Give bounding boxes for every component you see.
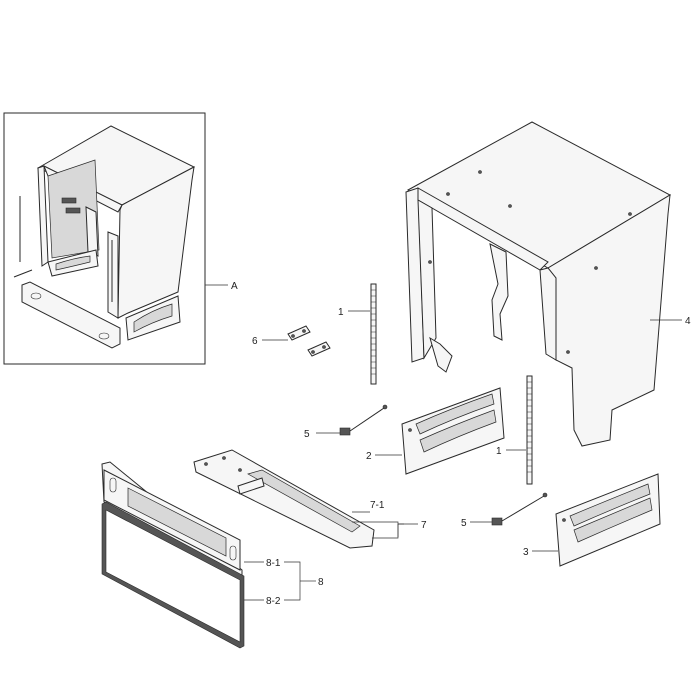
- callout-6: 6: [252, 336, 258, 347]
- cable-right-tip: [542, 492, 548, 498]
- side-panel-3-lower-slot: [573, 497, 653, 543]
- cable-right-plug: [491, 517, 503, 526]
- cable-left-wire: [349, 407, 385, 432]
- cabinet-hole-4: [594, 266, 598, 270]
- bracket-lower: [307, 341, 331, 357]
- cabinet-inner-left: [417, 199, 437, 360]
- inset-cabinet-front-left: [37, 165, 49, 267]
- rail-tab: [237, 477, 265, 495]
- bracket-lower-hole-2: [322, 345, 326, 349]
- cabinet-center-strut: [489, 243, 509, 341]
- callout-5a: 5: [304, 429, 310, 440]
- inset-kick-plate: [21, 281, 121, 349]
- callout-7-1: 7-1: [370, 500, 385, 511]
- callout-8-1: 8-1: [266, 558, 281, 569]
- kick-plate-slot-right: [229, 545, 237, 561]
- cable-left-plug: [339, 427, 351, 436]
- part-8-2-gasket: [101, 501, 245, 649]
- leader-8-bracket: [284, 561, 301, 601]
- kick-plate-window: [127, 487, 227, 557]
- bracket-upper-hole-1: [291, 334, 295, 338]
- leader-7-bracket: [372, 523, 404, 539]
- callout-A: A: [231, 281, 238, 292]
- cabinet-inner-right-edge: [539, 267, 557, 361]
- callout-8-2: 8-2: [266, 596, 281, 607]
- inset-cabinet-side: [117, 166, 195, 319]
- callout-8: 8: [318, 577, 324, 588]
- bracket-upper-hole-2: [302, 329, 306, 333]
- part-4-cabinet-frame: [405, 121, 672, 447]
- part-5-cable-left: [339, 404, 388, 436]
- callout-4: 4: [685, 316, 691, 327]
- gasket-inner: [105, 509, 241, 643]
- inset-frame: [3, 112, 206, 365]
- spring-right-coils: [527, 381, 532, 473]
- cabinet-hole-5: [628, 212, 632, 216]
- side-panel-2-upper-slot: [415, 393, 495, 435]
- kick-plate-slot-left: [109, 477, 117, 493]
- side-panel-2-hole: [408, 428, 412, 432]
- part-6-brackets: [287, 325, 331, 357]
- inset-front-right-post: [107, 231, 119, 319]
- inset-side-panel-slot: [133, 303, 173, 333]
- callout-5b: 5: [461, 518, 467, 529]
- cabinet-hole-1: [446, 192, 450, 196]
- cabinet-hole-3: [508, 204, 512, 208]
- callout-1a: 1: [338, 307, 344, 318]
- rail-channel: [247, 469, 361, 533]
- inset-assembled-view: [3, 112, 206, 365]
- rail-hole-2: [222, 456, 226, 460]
- bracket-lower-hole-1: [311, 350, 315, 354]
- inset-cable: [13, 269, 33, 278]
- part-1-spring-left: [370, 283, 377, 385]
- rail-body: [193, 449, 375, 549]
- rail-hole-3: [238, 468, 242, 472]
- part-1-spring-right: [526, 375, 533, 485]
- inset-kick-slot-right: [98, 332, 110, 340]
- part-3-side-panel: [555, 473, 661, 567]
- side-panel-2-lower-slot: [419, 409, 497, 453]
- cable-right-wire: [501, 495, 545, 522]
- spring-left-body: [370, 283, 377, 385]
- callout-2: 2: [366, 451, 372, 462]
- side-panel-3-hole: [562, 518, 566, 522]
- cabinet-hole-2: [478, 170, 482, 174]
- cabinet-left-foot: [429, 336, 453, 373]
- part-7-support-rail: [193, 449, 375, 549]
- spring-left-coils: [371, 289, 376, 375]
- callout-3: 3: [523, 547, 529, 558]
- rail-hole-1: [204, 462, 208, 466]
- callout-7: 7: [421, 520, 427, 531]
- part-5-cable-right: [491, 492, 548, 526]
- side-panel-3-upper-slot: [569, 483, 651, 527]
- cable-left-tip: [382, 404, 388, 410]
- part-2-side-panel: [401, 387, 505, 475]
- cabinet-hole-7: [428, 260, 432, 264]
- bracket-upper: [287, 325, 311, 341]
- cabinet-hole-6: [566, 350, 570, 354]
- inset-bracket-2: [65, 207, 81, 214]
- inset-bracket-1: [61, 197, 77, 204]
- part-8-kick-plate: [101, 461, 243, 577]
- inset-lower-panel-slot: [55, 255, 91, 271]
- callout-1b: 1: [496, 446, 502, 457]
- inset-kick-slot-left: [30, 292, 42, 300]
- inset-interior-strut: [85, 206, 99, 257]
